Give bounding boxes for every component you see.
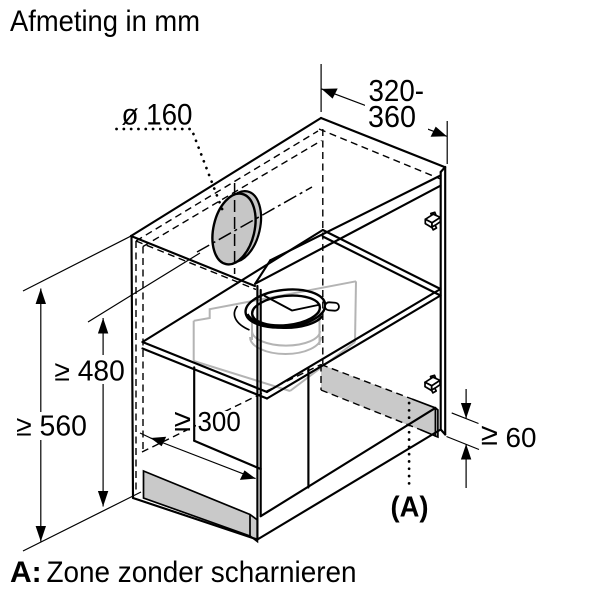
svg-text:300: 300 (198, 406, 241, 437)
svg-text:≥ 480: ≥ 480 (54, 355, 124, 387)
svg-text:≥: ≥ (174, 402, 191, 437)
svg-text:≥: ≥ (481, 416, 498, 451)
svg-text:360: 360 (368, 99, 416, 134)
svg-text:(A): (A) (391, 492, 429, 524)
svg-text:Afmeting in mm: Afmeting in mm (10, 5, 200, 38)
svg-text:Zone zonder scharnieren: Zone zonder scharnieren (47, 556, 357, 589)
svg-text:320-: 320- (369, 73, 425, 108)
svg-text:≥ 560: ≥ 560 (16, 411, 87, 443)
svg-text:ø 160: ø 160 (122, 99, 193, 132)
svg-text:A:: A: (10, 556, 42, 589)
svg-text:60: 60 (506, 422, 537, 453)
